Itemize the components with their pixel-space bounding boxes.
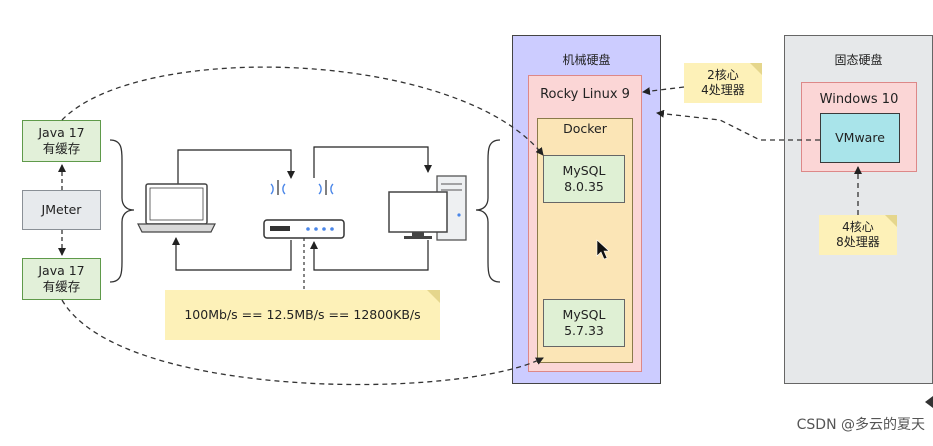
left-brace xyxy=(109,139,135,283)
hdd-cpu-note-arrow xyxy=(642,86,685,96)
hdd-cpu-label: 2核心 4处理器 xyxy=(701,68,745,97)
mysql-5-label: MySQL 5.7.33 xyxy=(562,307,606,338)
right-brace xyxy=(475,139,501,283)
java-bottom-to-mysql5-link xyxy=(61,299,544,386)
right-edge-arrow xyxy=(925,396,933,408)
hdd-host-title: 机械硬盘 xyxy=(562,52,611,67)
java-client-bottom-label: Java 17 有缓存 xyxy=(38,263,85,294)
ssd-cpu-note xyxy=(819,215,897,255)
router-to-desktop-line xyxy=(313,146,432,178)
laptop-to-router-line xyxy=(177,149,295,185)
java-client-bottom xyxy=(22,258,101,300)
windows-10-label: Windows 10 xyxy=(819,91,899,107)
java-top-to-mysql8-link xyxy=(61,66,544,156)
network-speed-label: 100Mb/s == 12.5MB/s == 12800KB/s xyxy=(184,307,421,323)
java-client-top-label: Java 17 有缓存 xyxy=(38,125,85,156)
java-client-top xyxy=(22,120,101,162)
ssd-note-fold xyxy=(885,215,897,227)
cursor-icon xyxy=(596,239,610,260)
mysql-8-box xyxy=(543,155,625,203)
router-icon xyxy=(263,180,345,239)
mysql-5-box xyxy=(543,299,625,347)
vmware-to-rocky-link xyxy=(656,109,820,141)
jmeter-box xyxy=(22,190,101,230)
router-to-laptop-line xyxy=(172,237,292,271)
desktop-to-router-line xyxy=(310,240,429,271)
jmeter-label: JMeter xyxy=(41,202,82,218)
docker-label: Docker xyxy=(563,121,607,137)
hdd-note-fold xyxy=(750,63,762,75)
rocky-linux-label: Rocky Linux 9 xyxy=(540,86,630,102)
ssd-host-title: 固态硬盘 xyxy=(834,52,883,67)
ssd-cpu-label: 4核心 8处理器 xyxy=(836,220,880,249)
network-note-fold xyxy=(427,290,440,303)
mysql-8-label: MySQL 8.0.35 xyxy=(562,163,606,194)
hdd-cpu-note xyxy=(684,63,762,103)
vmware-box xyxy=(820,113,900,163)
desktop-icon xyxy=(388,175,467,241)
vmware-label: VMware xyxy=(835,130,885,146)
watermark: CSDN @多云的夏天 xyxy=(796,417,925,434)
network-speed-note xyxy=(165,290,440,340)
laptop-icon xyxy=(137,183,216,233)
